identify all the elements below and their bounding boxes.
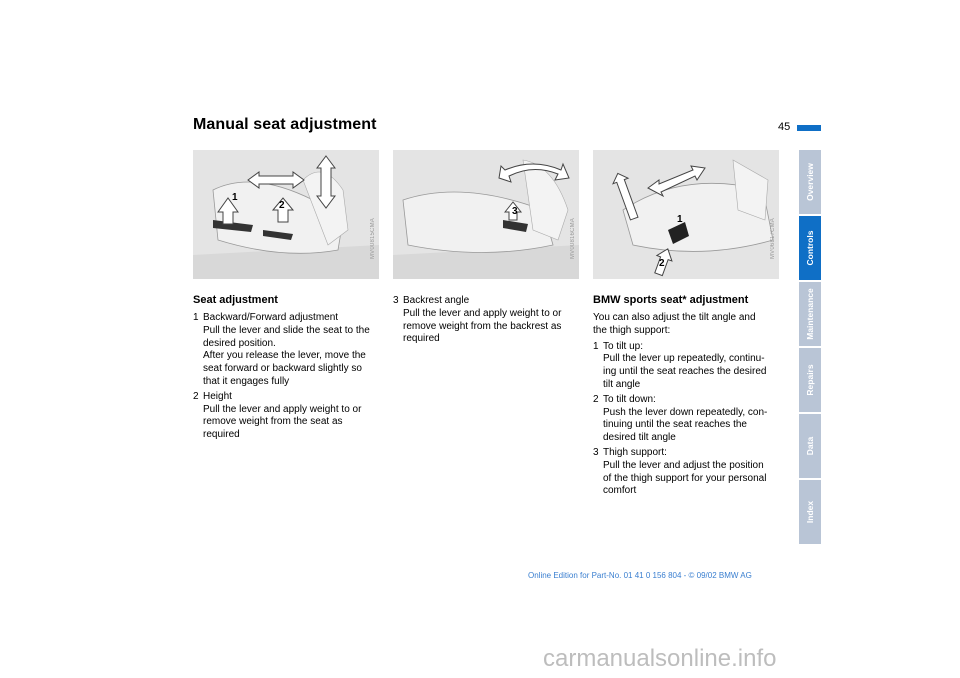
item-line: ing until the seat reaches the desired (603, 366, 767, 378)
item-number: 3 (393, 295, 399, 306)
item-line: desired tilt angle (603, 432, 676, 444)
item-line: comfort (603, 485, 637, 497)
tab-label: Repairs (805, 364, 815, 396)
seat-lever-illustration-1: 1 2 (193, 150, 379, 279)
item-line: tilt angle (603, 378, 641, 390)
backrest-list: 3 Backrest angle Pull the lever and appl… (393, 295, 583, 348)
watermark: carmanualsonline.info (543, 645, 777, 672)
tab-maintenance[interactable]: Maintenance (799, 282, 821, 346)
page-number: 45 (778, 121, 791, 133)
tab-label: Overview (805, 163, 815, 201)
image-code: MV00815CMA (370, 217, 376, 259)
item-line: Height (203, 390, 232, 402)
seat-adjustment-heading: Seat adjustment (193, 294, 278, 306)
callout-1: 1 (677, 214, 683, 225)
item-line: Pull the lever and apply weight to or (403, 307, 562, 319)
item-line: required (203, 429, 240, 441)
image-code: MV06817CMA (770, 217, 776, 259)
list-item: 1 Backward/Forward adjustment Pull the l… (193, 312, 383, 389)
list-item: 1 To tilt up: Pull the lever up repeated… (593, 341, 788, 392)
intro-line: the thigh support: (593, 324, 671, 336)
item-line: After you release the lever, move the (203, 350, 366, 362)
item-line: Backrest angle (403, 295, 470, 306)
item-line: remove weight from the backrest as (403, 320, 562, 332)
tab-data[interactable]: Data (799, 414, 821, 478)
intro-text: You can also adjust the tilt angle and t… (593, 312, 788, 338)
page-number-bar (797, 125, 821, 131)
seat-lever-illustration-3: 1 2 (593, 150, 779, 279)
tab-label: Data (805, 436, 815, 456)
list-item: 2 To tilt down: Push the lever down repe… (593, 394, 788, 445)
item-line: Push the lever down repeatedly, con- (603, 406, 768, 418)
item-line: Backward/Forward adjustment (203, 312, 339, 323)
intro-line: You can also adjust the tilt angle and (593, 312, 756, 323)
tab-label: Controls (805, 230, 815, 266)
list-item: 2 Height Pull the lever and apply weight… (193, 391, 383, 442)
item-line: of the thigh support for your personal (603, 472, 767, 484)
list-item: 3 Backrest angle Pull the lever and appl… (393, 295, 583, 346)
item-line: Thigh support: (603, 446, 667, 458)
item-line: Pull the lever and adjust the position (603, 459, 764, 471)
callout-2: 2 (279, 200, 285, 211)
list-item: 3 Thigh support: Pull the lever and adju… (593, 447, 788, 498)
item-line: required (403, 333, 440, 345)
footer-edition-text: Online Edition for Part-No. 01 41 0 156 … (528, 571, 752, 580)
tab-label: Maintenance (805, 288, 815, 340)
callout-1: 1 (232, 192, 238, 203)
item-line: To tilt up: (603, 340, 644, 352)
tab-controls[interactable]: Controls (799, 216, 821, 280)
item-line: Pull the lever and slide the seat to the (203, 324, 370, 336)
item-line: remove weight from the seat as (203, 416, 343, 428)
page-title: Manual seat adjustment (193, 116, 377, 133)
item-number: 1 (193, 312, 199, 323)
item-number: 2 (593, 393, 599, 405)
item-line: that it engages fully (203, 375, 290, 387)
seat-figure-3: 1 2 MV06817CMA (593, 150, 779, 279)
image-code: MV00816CMA (570, 217, 576, 259)
item-line: Pull the lever and apply weight to or (203, 403, 362, 415)
sports-seat-list: You can also adjust the tilt angle and t… (593, 312, 788, 500)
callout-2: 2 (659, 258, 665, 269)
callout-3: 3 (512, 206, 518, 217)
item-line: seat forward or backward slightly so (203, 363, 362, 375)
item-line: tinuing until the seat reaches the (603, 419, 747, 431)
sports-seat-heading: BMW sports seat* adjustment (593, 294, 749, 306)
seat-adjustment-list: 1 Backward/Forward adjustment Pull the l… (193, 312, 383, 444)
item-line: To tilt down: (603, 393, 656, 405)
tab-label: Index (805, 500, 815, 524)
seat-figure-2: 3 MV00816CMA (393, 150, 579, 279)
item-line: Pull the lever up repeatedly, continu- (603, 353, 765, 365)
seat-lever-illustration-2: 3 (393, 150, 579, 279)
item-line: desired position. (203, 337, 276, 349)
item-number: 3 (593, 446, 599, 458)
item-number: 2 (193, 390, 199, 402)
item-number: 1 (593, 340, 599, 352)
tab-repairs[interactable]: Repairs (799, 348, 821, 412)
tab-index[interactable]: Index (799, 480, 821, 544)
tab-overview[interactable]: Overview (799, 150, 821, 214)
seat-figure-1: 1 2 MV00815CMA (193, 150, 379, 279)
